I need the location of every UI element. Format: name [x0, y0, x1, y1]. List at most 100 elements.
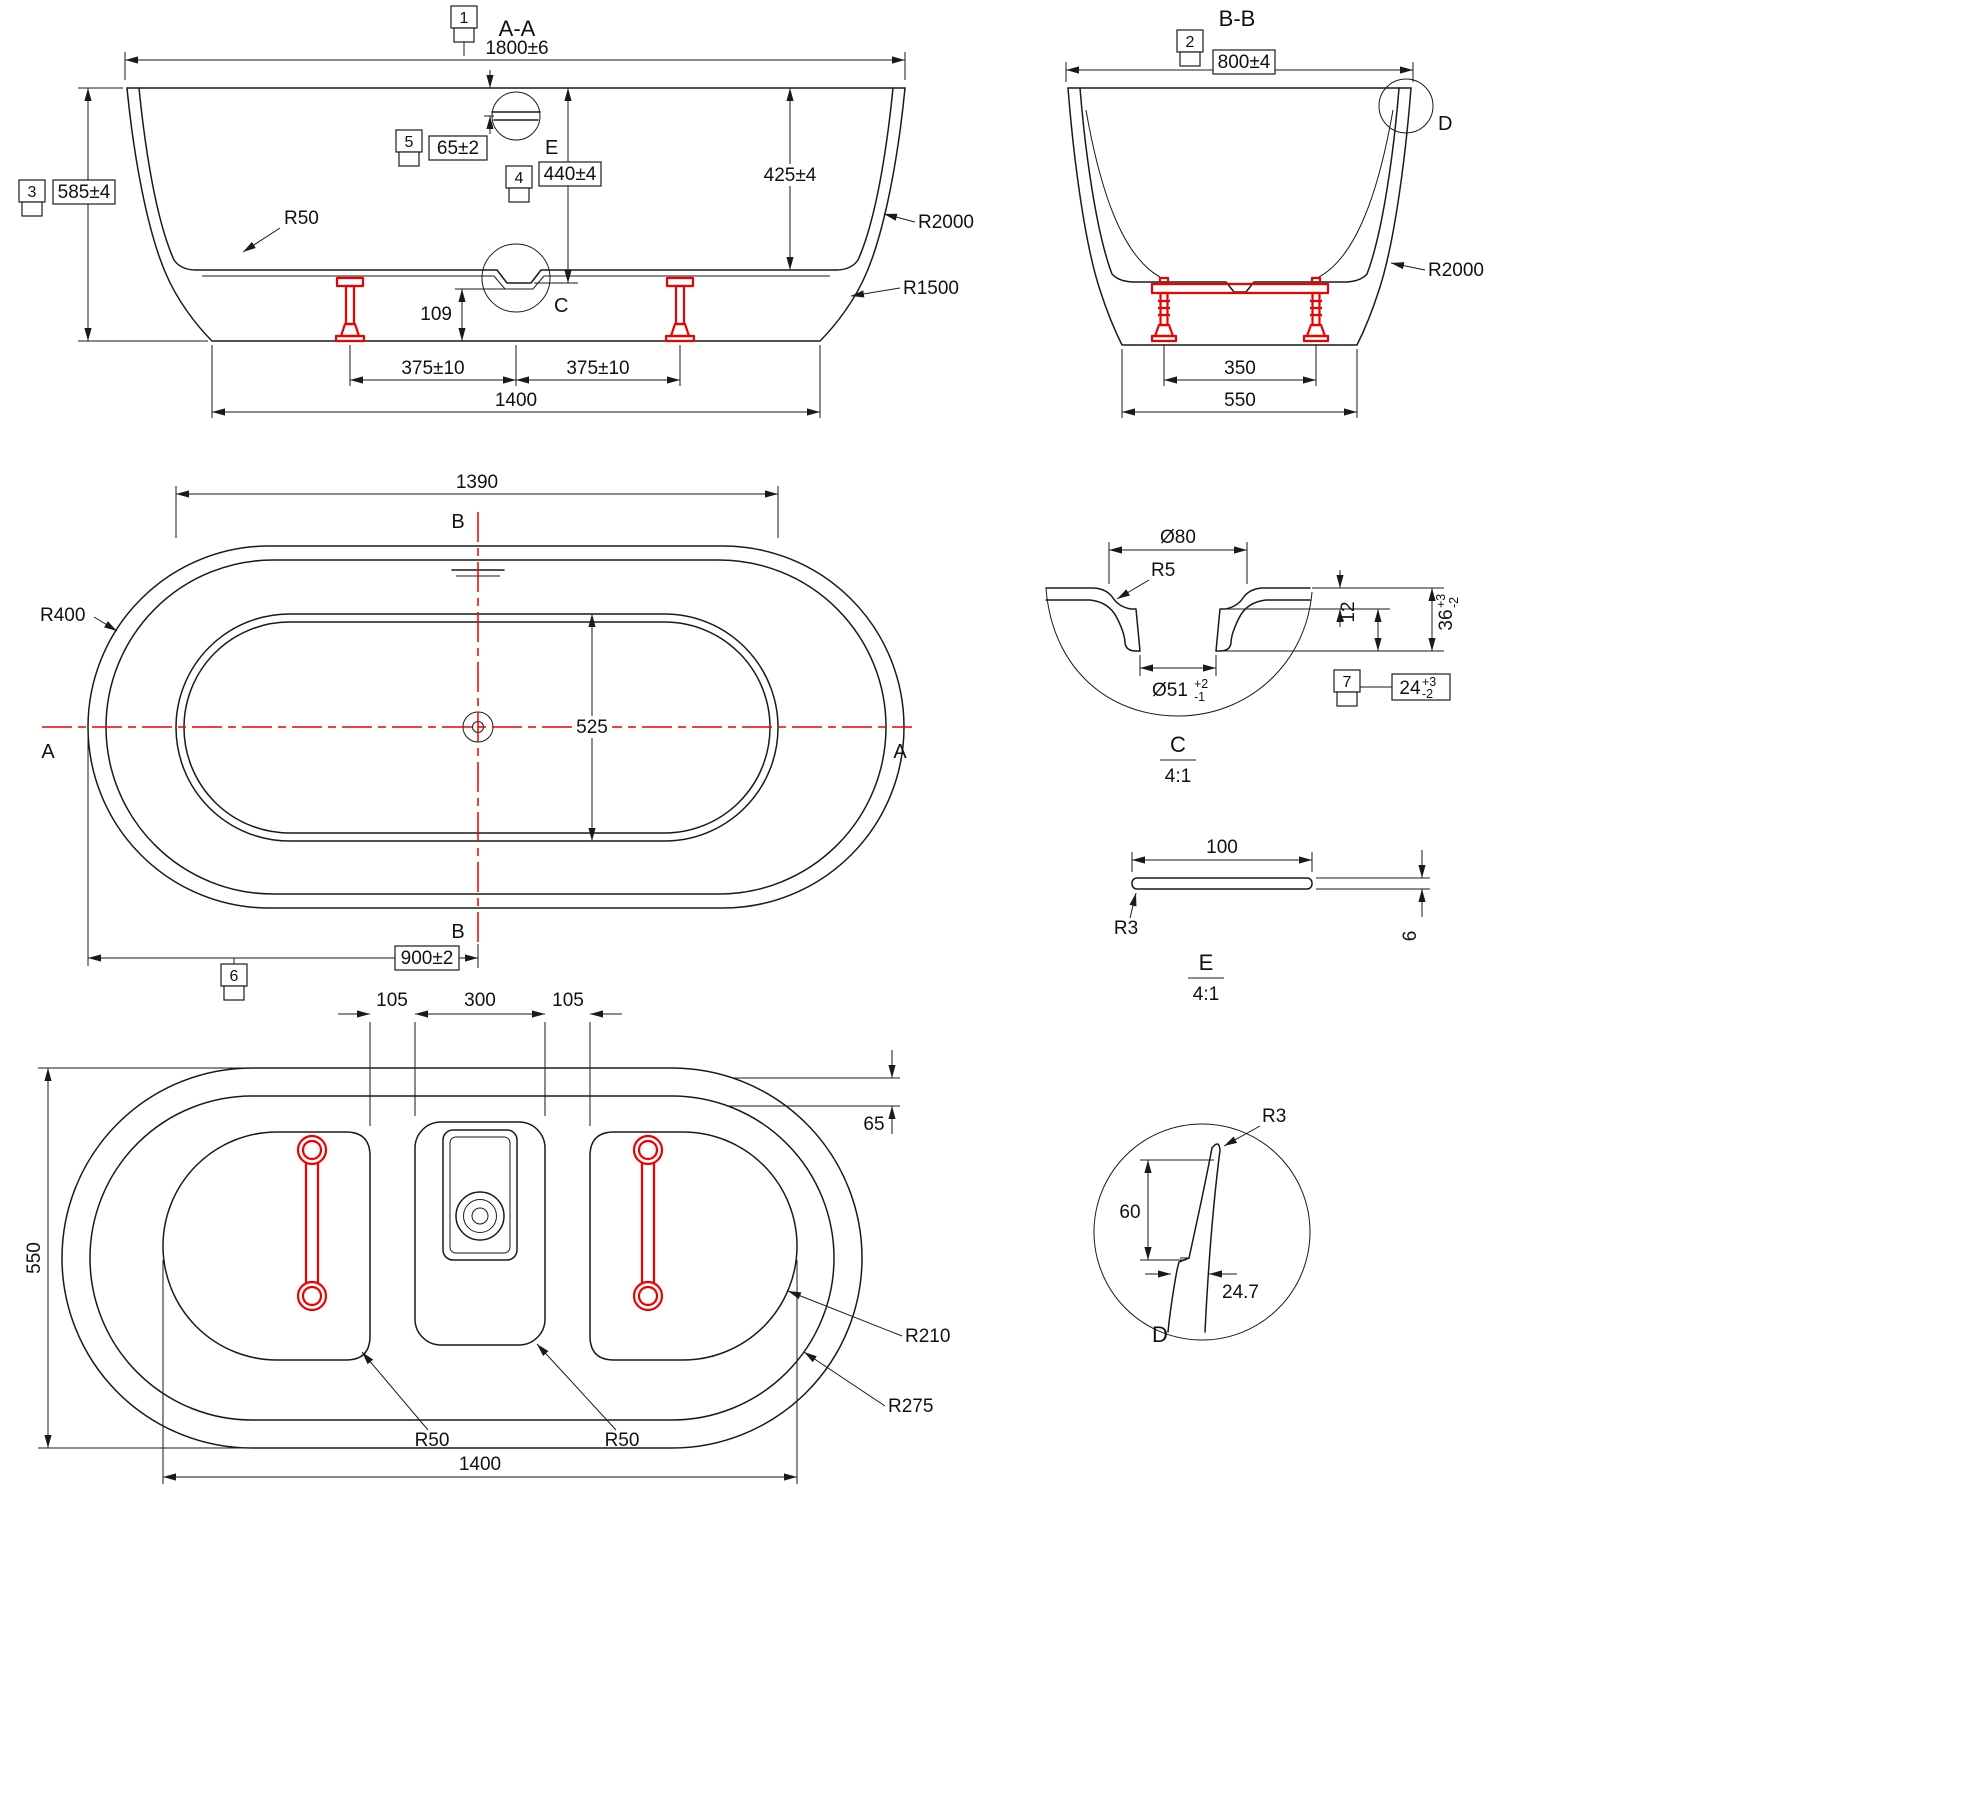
tub-inner-wall-left [138, 87, 197, 271]
drain-box-outer [442, 1129, 518, 1261]
section-bb-view: B-B 2 800±4 D R2000 [1065, 6, 1484, 418]
dim-text: 350 [1224, 358, 1256, 379]
tub-section-bb-outline [1067, 87, 1412, 346]
radius-text: R3 [1262, 1106, 1286, 1127]
dim-text: 6 [1400, 931, 1421, 942]
dim-total-depth: 36 +3 -2 [1222, 588, 1461, 652]
dim-basin-length: 1390 [175, 472, 779, 538]
drain-detail-c-mark: C [481, 243, 568, 317]
overflow-cover-plate [1131, 877, 1313, 890]
detail-scale: 4:1 [1193, 984, 1219, 1005]
leader-line [1223, 1125, 1261, 1147]
profile-top-left [1045, 587, 1141, 652]
handle-ring [632, 1134, 664, 1166]
dim-cover-thickness: 6 [1316, 850, 1430, 941]
leader-line [1116, 579, 1150, 600]
dim-text: 65±2 [437, 138, 479, 159]
tub-floor-top [195, 269, 837, 284]
radius-text: R210 [905, 1326, 950, 1347]
section-mark-b-top: B [451, 511, 464, 533]
dim-text: 65 [863, 1114, 884, 1135]
dim-hole-dia: Ø51 +2 -1 [1139, 655, 1217, 704]
balloon-2: 2 [1176, 29, 1204, 67]
section-aa-view: A-A 1 1800±6 585±4 3 R50 [18, 5, 974, 418]
leader-line [536, 1343, 617, 1431]
radius-text: R3 [1114, 918, 1138, 939]
dim-text: 1400 [459, 1454, 501, 1475]
leader-line [361, 1351, 429, 1431]
foot-right [664, 276, 696, 343]
dim-text: 1800±6 [485, 38, 548, 59]
callout-wall-radius-upper: R2000 [883, 212, 974, 233]
foot-pad [664, 334, 696, 343]
pocket-left [162, 1131, 371, 1361]
tub-inner-wall-right [1346, 87, 1400, 283]
foot-cone [339, 322, 361, 338]
dim-text: 60 [1119, 1202, 1140, 1223]
dim-foot-spacing: 375±10 375±10 [349, 345, 681, 386]
balloon-6-number: 6 [230, 968, 239, 985]
dim-text: 900±2 [401, 948, 454, 969]
callout-pocket-end-radius: R210 [787, 1290, 950, 1347]
dim-depth-center: 440±4 4 [505, 88, 602, 284]
leader-line [93, 616, 118, 632]
dim-tol-up: +3 [1434, 594, 1448, 608]
dim-text: 375±10 [566, 358, 629, 379]
balloon-3-number: 3 [28, 184, 37, 201]
dim-frame [538, 161, 602, 187]
detail-circle-c [481, 243, 551, 313]
tub-outer-shell [1067, 87, 1412, 346]
balloon-2-number: 2 [1186, 34, 1195, 51]
drain-recess-profile [1045, 587, 1311, 652]
dim-tol-dn: -1 [1194, 690, 1205, 704]
bottom-outer-edge [61, 1067, 863, 1449]
support-screw-right [1310, 276, 1322, 286]
handle-bracket-left [296, 1134, 328, 1312]
tub-inner-wall-left [1079, 87, 1133, 283]
radius-text: R5 [1151, 560, 1175, 581]
dim-text-wrap: 550 [24, 1242, 45, 1274]
dim-text: 100 [1206, 837, 1238, 858]
dim-overall-height: 585±4 3 [18, 87, 208, 342]
dim-frame [52, 179, 116, 205]
dim-basin-width: 525 [482, 613, 612, 842]
support-channel [1150, 282, 1330, 295]
dim-value: 24 [1399, 678, 1421, 699]
balloon-5-number: 5 [405, 134, 414, 151]
dim-text-wrap: 36 +3 -2 [1434, 594, 1461, 631]
callout-tip-radius: R3 [1223, 1106, 1286, 1147]
dim-boss-depth: 7 24 +3 -2 [1333, 609, 1451, 707]
dim-base-width: 1400 [211, 345, 821, 418]
rim-inner-line-upper [1188, 1147, 1213, 1259]
leader-line [787, 1290, 903, 1337]
handle-bracket-right [632, 1134, 664, 1312]
dim-frame [1212, 49, 1276, 75]
detail-title-letter: E [1199, 950, 1214, 975]
dim-drain-to-floor: 109 [420, 288, 533, 341]
support-frame [1150, 276, 1330, 343]
radius-text: R400 [40, 605, 85, 626]
dim-text: 585±4 [58, 182, 111, 203]
detail-e-title: E 4:1 [1188, 950, 1224, 1005]
drain-recess [414, 1121, 546, 1346]
dim-overall-width: 1800±6 [124, 38, 906, 80]
radius-text: R50 [605, 1430, 640, 1451]
bolt-cone [1153, 323, 1175, 338]
dim-rim-height: 60 [1119, 1159, 1214, 1261]
dim-tol-up: +3 [1422, 675, 1436, 689]
balloon-1-subbox [453, 27, 475, 43]
dim-text: 375±10 [401, 358, 464, 379]
foot-left [334, 276, 366, 343]
callout-wall-radius-bb: R2000 [1390, 260, 1484, 281]
bottom-rim-edge [89, 1095, 835, 1421]
detail-d-title: D [1152, 1322, 1168, 1347]
detail-d-view: 60 24.7 R3 D [1093, 1106, 1311, 1347]
handle-ring-inner [637, 1139, 659, 1161]
dim-text-wrap: 6 [1400, 931, 1421, 942]
callout-wall-radius-lower: R1500 [850, 278, 959, 299]
dim-text: 525 [576, 717, 608, 738]
dim-tol-dn: -2 [1422, 687, 1433, 701]
detail-d-letter: D [1438, 113, 1452, 135]
dim-overflow-depth: 65±2 5 [395, 70, 494, 167]
